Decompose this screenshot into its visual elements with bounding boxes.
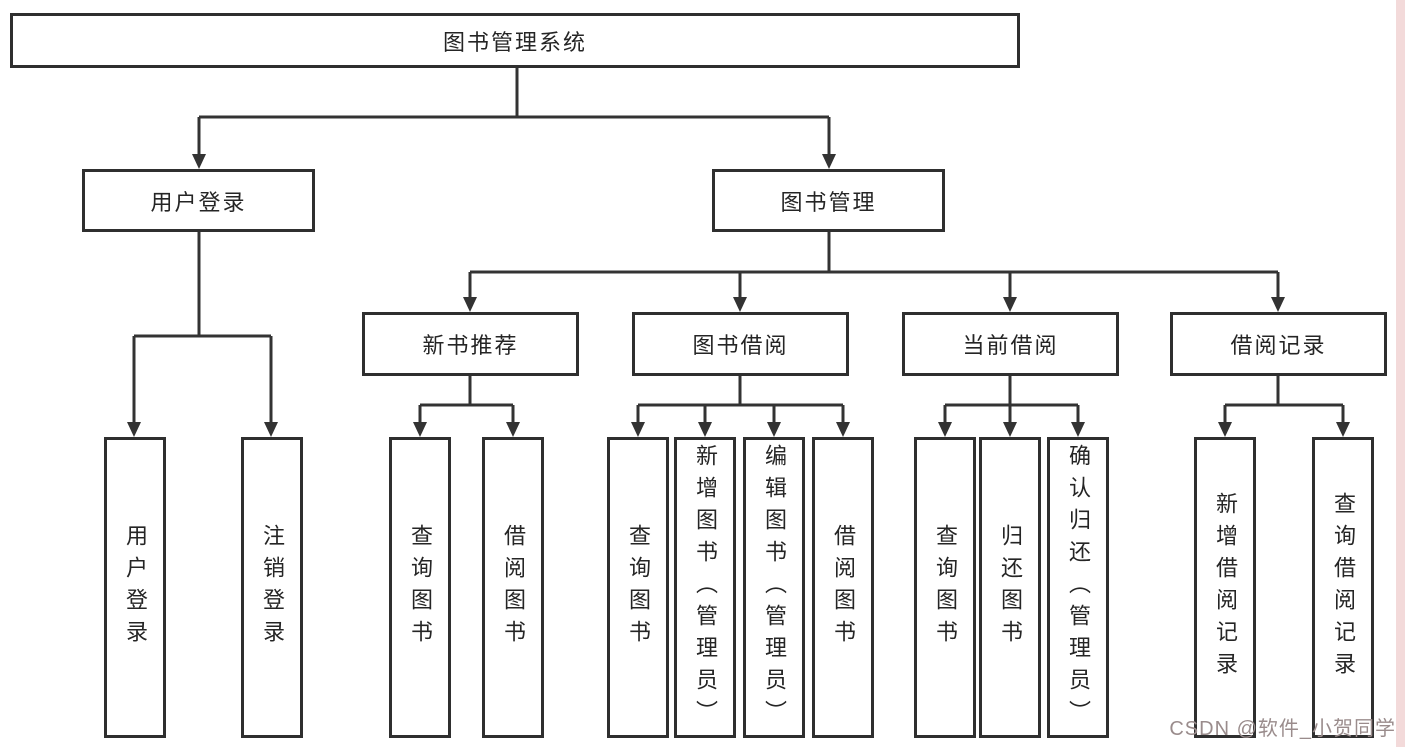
node-root: 图书管理系统 [10, 13, 1020, 68]
node-leaf-return-book: 归还图书 [979, 437, 1041, 738]
node-leaf-edit-book-admin: 编辑图书（管理员） [743, 437, 805, 738]
node-leaf-query-book-borrow: 查询图书 [607, 437, 669, 738]
node-leaf-query-book-recommend: 查询图书 [389, 437, 451, 738]
node-leaf-logout: 注销登录 [241, 437, 303, 738]
arrowheads [127, 154, 1350, 437]
node-leaf-query-borrow-record: 查询借阅记录 [1312, 437, 1374, 738]
node-current-borrow: 当前借阅 [902, 312, 1119, 376]
watermark-text: CSDN @软件_小贺同学 [1169, 718, 1396, 740]
node-book-borrow: 图书借阅 [632, 312, 849, 376]
node-leaf-user-login: 用户登录 [104, 437, 166, 738]
node-book-management: 图书管理 [712, 169, 945, 232]
node-leaf-borrow-book-recommend: 借阅图书 [482, 437, 544, 738]
node-leaf-add-book-admin: 新增图书（管理员） [674, 437, 736, 738]
node-leaf-borrow-book: 借阅图书 [812, 437, 874, 738]
node-leaf-add-borrow-record: 新增借阅记录 [1194, 437, 1256, 738]
node-leaf-query-book-current: 查询图书 [914, 437, 976, 738]
node-new-book-recommend: 新书推荐 [362, 312, 579, 376]
right-edge-strip [1396, 0, 1405, 747]
node-borrow-record: 借阅记录 [1170, 312, 1387, 376]
node-leaf-confirm-return-admin: 确认归还（管理员） [1047, 437, 1109, 738]
node-user-login: 用户登录 [82, 169, 315, 232]
